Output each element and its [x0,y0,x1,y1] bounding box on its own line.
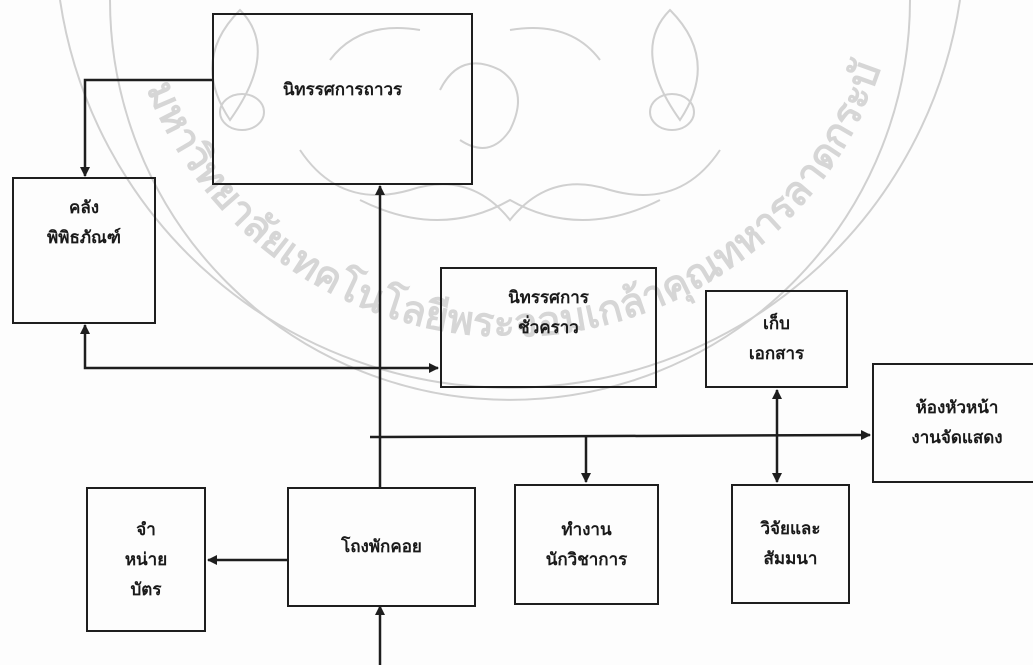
box-permanent-exhibition-label: นิทรรศการถาวร [282,80,403,100]
box-academic-office-line-1: ทำงาน [561,519,612,540]
box-museum-storage-line-1: คลัง [68,198,100,218]
box-research-seminar: วิจัยและ สัมมนา [731,484,850,604]
box-exhibition-head-room: ห้องหัวหน้า งานจัดแสดง [872,363,1033,483]
box-exhibition-head-room-line-1: ห้องหัวหน้า [915,398,999,418]
box-document-storage: เก็บ เอกสาร [705,290,848,388]
box-research-seminar-line-1: วิจัยและ [760,519,821,539]
box-temporary-exhibition-line-1: นิทรรศการ [508,288,589,308]
box-temporary-exhibition-line-2: ชั่วคราว [518,318,579,338]
box-document-storage-line-2: เอกสาร [748,344,805,364]
box-ticket-sales-line-2: หน่าย [124,549,168,570]
box-document-storage-line-1: เก็บ [763,314,790,334]
connector-corridor [369,430,871,441]
box-lobby: โถงพักคอย [287,487,476,607]
box-permanent-exhibition: นิทรรศการถาวร [212,13,473,185]
box-museum-storage: คลัง พิพิธภัณฑ์ [12,177,156,324]
box-museum-storage-line-2: พิพิธภัณฑ์ [47,228,121,248]
box-academic-office-line-2: นักวิชาการ [545,549,628,570]
box-ticket-sales-line-1: จำ [136,519,156,540]
box-lobby-label: โถงพักคอย [341,537,422,557]
connector-permanent-to-storage [80,78,212,177]
box-academic-office: ทำงาน นักวิชาการ [514,484,659,605]
box-ticket-sales: จำ หน่าย บัตร [86,487,206,632]
box-exhibition-head-room-line-2: งานจัดแสดง [911,428,1003,448]
connector-storage-temporary [80,324,439,373]
box-temporary-exhibition: นิทรรศการ ชั่วคราว [440,267,657,388]
box-ticket-sales-line-3: บัตร [130,579,162,600]
box-research-seminar-line-2: สัมมนา [763,549,818,569]
